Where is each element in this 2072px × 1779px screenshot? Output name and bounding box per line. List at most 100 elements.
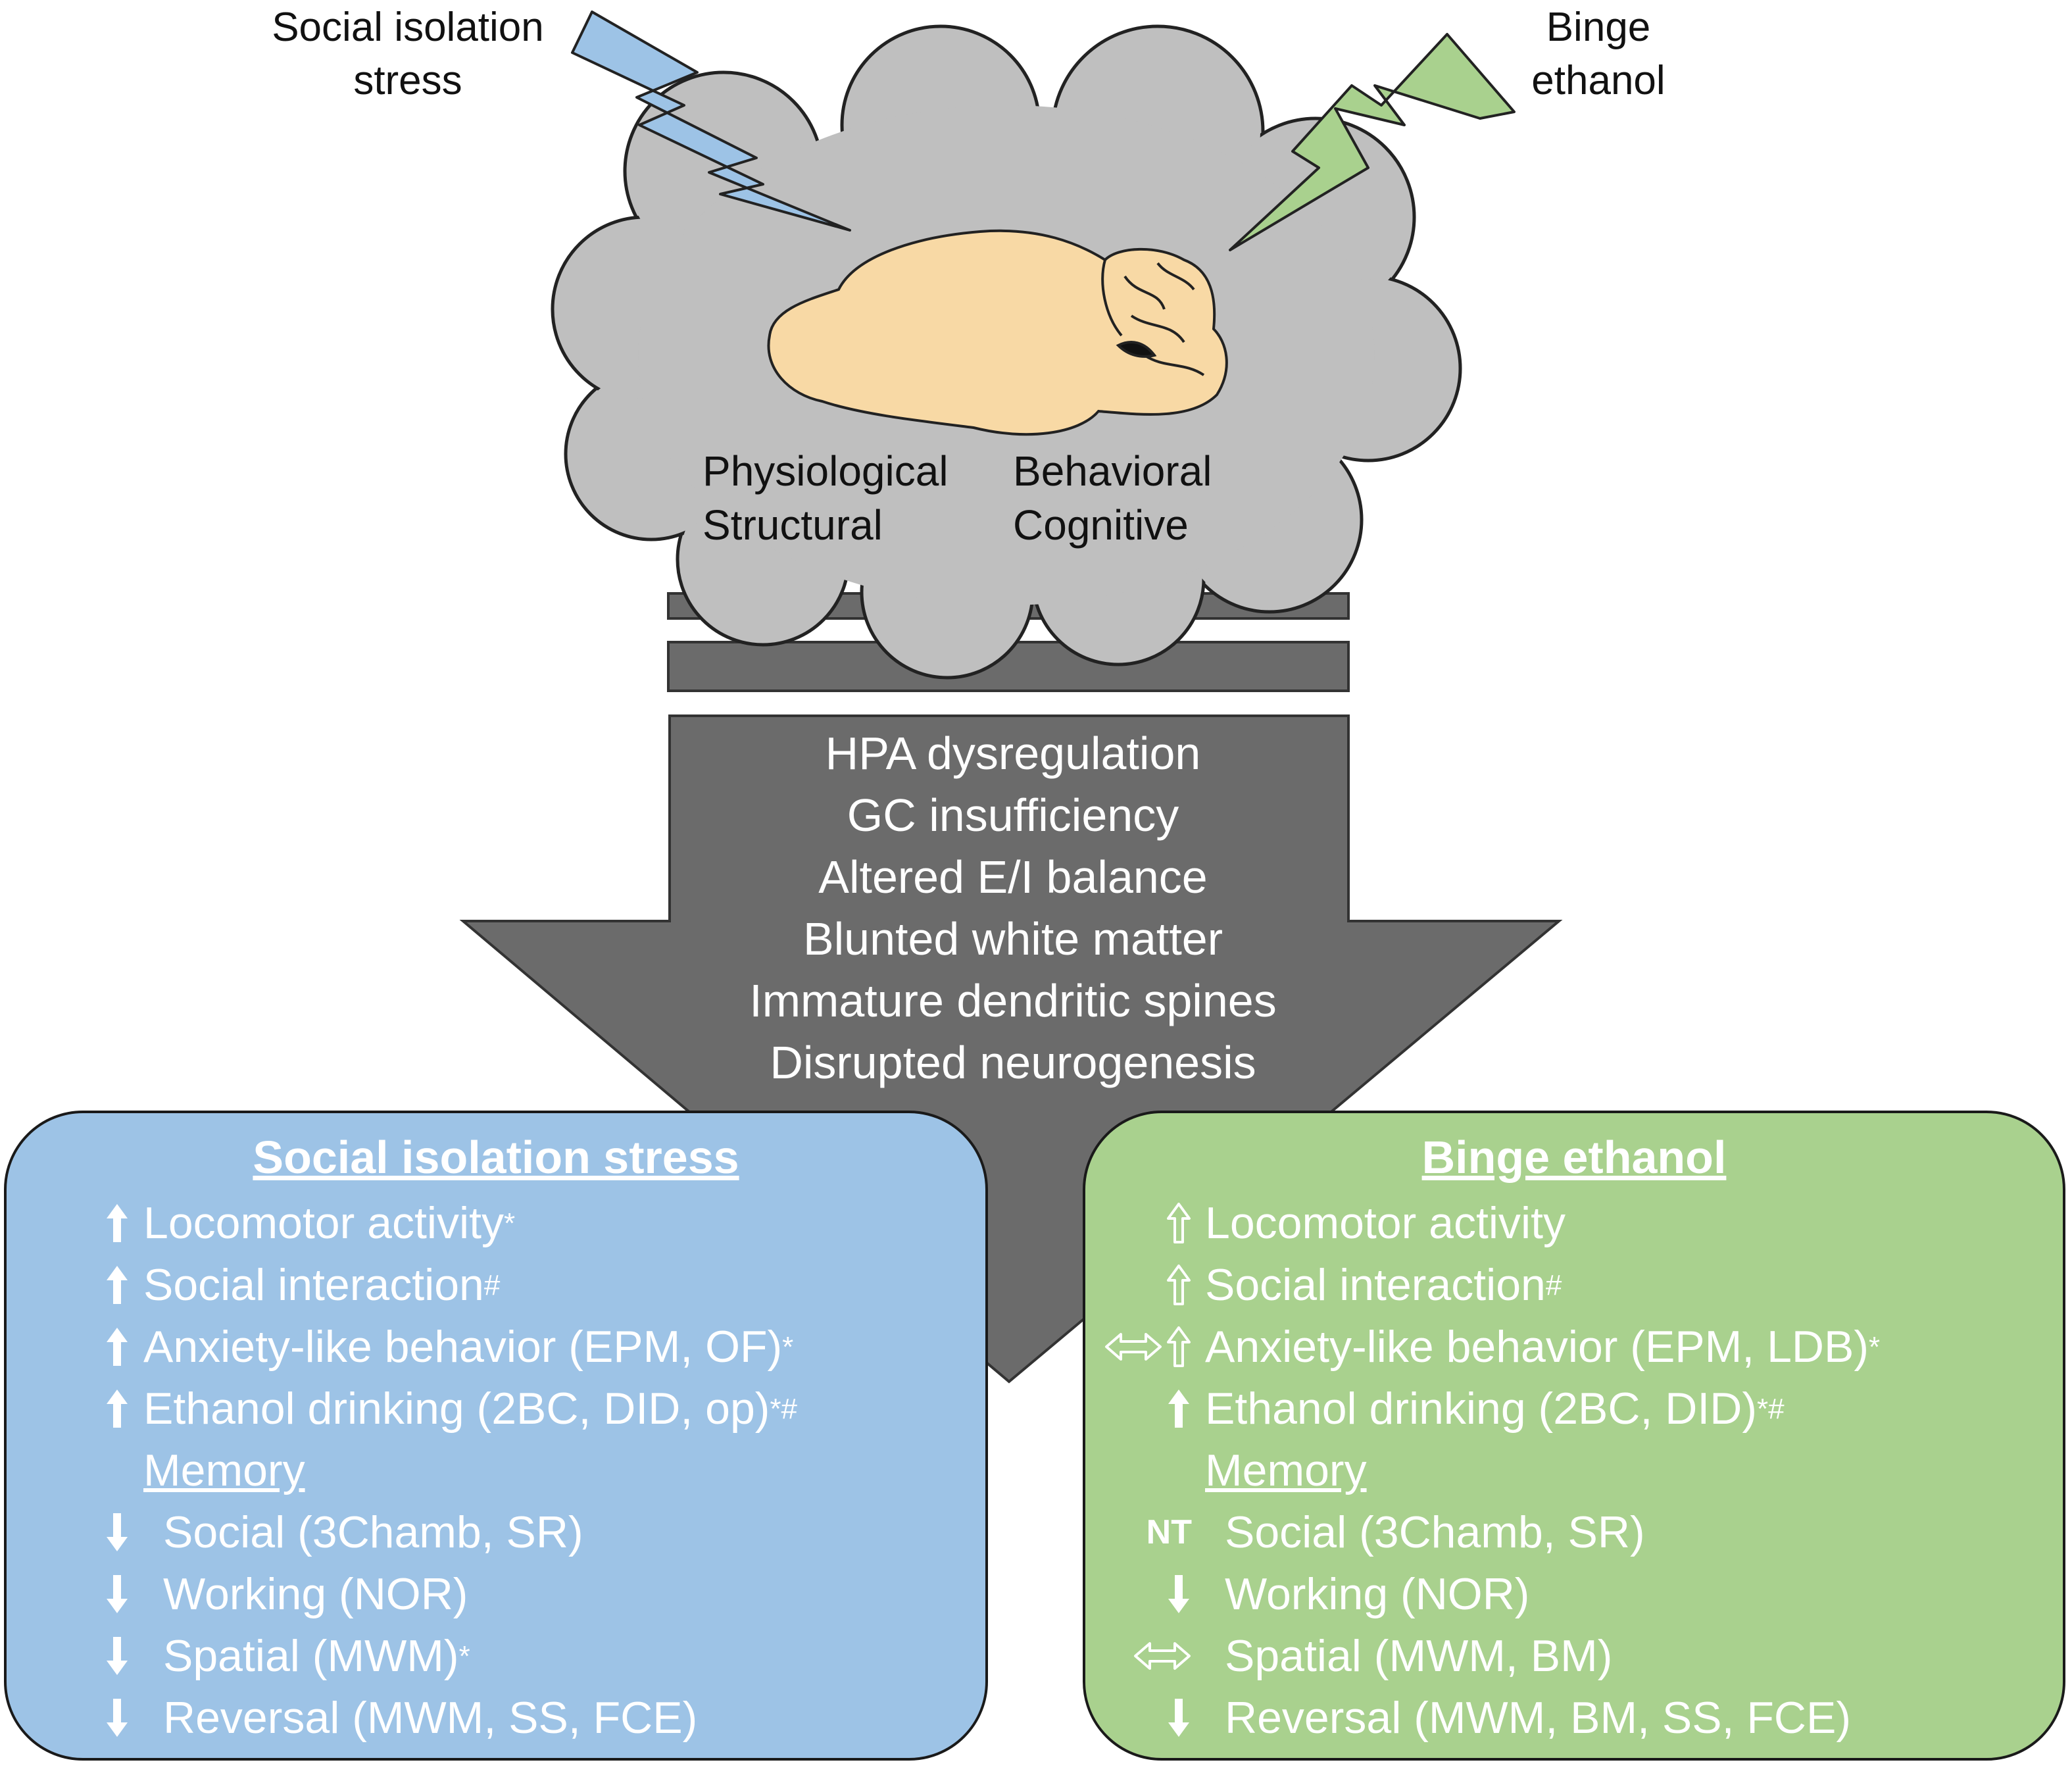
effect-label: Social interaction#: [1205, 1254, 1562, 1316]
social-isolation-stress-panel: Social isolation stress Locomotor activi…: [4, 1111, 988, 1761]
effect-text: Memory: [143, 1445, 305, 1495]
significance-marker: *: [1869, 1331, 1881, 1363]
effect-row: Working (NOR): [7, 1563, 985, 1625]
outline-up-arrow-icon: [1085, 1254, 1192, 1316]
panel-title: Binge ethanol: [1421, 1132, 1727, 1183]
effect-row: Working (NOR): [1085, 1563, 2063, 1625]
effect-row: Reversal (MWM, BM, SS, FCE): [1085, 1687, 2063, 1749]
effect-row: Social interaction#: [1085, 1254, 2063, 1316]
mechanism-item: Immature dendritic spines: [749, 975, 1277, 1026]
solid-up-arrow-icon: [7, 1192, 130, 1254]
effect-text: Memory: [1205, 1445, 1367, 1495]
binge-lightning-icon: [1229, 33, 1516, 251]
bidirectional-arrow-icon: [1085, 1625, 1192, 1687]
effect-label: Working (NOR): [163, 1563, 468, 1625]
effect-text: Ethanol drinking (2BC, DID, op): [143, 1384, 770, 1434]
not-tested-icon: NT: [1146, 1513, 1192, 1551]
effect-row: Anxiety-like behavior (EPM, OF)*: [7, 1316, 985, 1378]
solid-down-arrow-icon: [7, 1563, 130, 1625]
effect-text: Social interaction: [1205, 1260, 1546, 1310]
panel-title: Social isolation stress: [253, 1132, 739, 1183]
effect-text: Spatial (MWM, BM): [1225, 1631, 1613, 1681]
effect-text: Ethanol drinking (2BC, DID): [1205, 1384, 1758, 1434]
effect-text: Locomotor activity: [1205, 1198, 1566, 1248]
significance-marker: *: [782, 1331, 794, 1363]
solid-down-arrow-icon: [1085, 1563, 1192, 1625]
effect-text: Anxiety-like behavior (EPM, LDB): [1205, 1322, 1869, 1372]
effect-text: Anxiety-like behavior (EPM, OF): [143, 1322, 783, 1372]
binge-label-line-2: ethanol: [1531, 57, 1665, 103]
memory-heading-row: Memory: [7, 1440, 985, 1501]
stress-label-line-2: stress: [353, 57, 462, 103]
solid-up-arrow-icon: [7, 1254, 130, 1316]
effect-label: Spatial (MWM, BM): [1225, 1625, 1612, 1687]
solid-up-arrow-icon: [7, 1378, 130, 1440]
cloud-right-text: Behavioral Cognitive: [1013, 445, 1212, 553]
effect-label: Reversal (MWM, BM, SS, FCE): [1225, 1687, 1851, 1749]
significance-marker: *: [458, 1640, 470, 1672]
significance-marker: #: [483, 1269, 501, 1301]
effect-row: Locomotor activity: [1085, 1192, 2063, 1254]
effect-label: Anxiety-like behavior (EPM, OF)*: [143, 1316, 793, 1378]
mechanism-item: Disrupted neurogenesis: [770, 1037, 1256, 1088]
cloud-right-line-2: Cognitive: [1013, 501, 1189, 549]
effect-row: Social interaction#: [7, 1254, 985, 1316]
solid-down-arrow-icon: [1085, 1687, 1192, 1749]
solid-up-arrow-icon: [1085, 1378, 1192, 1440]
effect-row: Reversal (MWM, SS, FCE): [7, 1687, 985, 1749]
solid-down-arrow-icon: [7, 1625, 130, 1687]
memory-heading: Memory: [1205, 1440, 1367, 1501]
cloud-left-line-2: Structural: [703, 501, 883, 549]
effect-label: Spatial (MWM)*: [163, 1625, 470, 1687]
outline-up-arrow-icon: [1085, 1192, 1192, 1254]
effect-text: Locomotor activity: [143, 1198, 504, 1248]
effect-label: Ethanol drinking (2BC, DID)*#: [1205, 1378, 1785, 1440]
effect-text: Social interaction: [143, 1260, 484, 1310]
brain-icon: [767, 229, 1228, 436]
stress-input-label: Social isolation stress: [250, 1, 566, 107]
effect-text: Social (3Chamb, SR): [163, 1507, 583, 1557]
effect-row: Social (3Chamb, SR): [7, 1501, 985, 1563]
binge-input-label: Binge ethanol: [1487, 1, 1710, 107]
effect-text: Reversal (MWM, SS, FCE): [163, 1693, 698, 1743]
mechanism-item: Altered E/I balance: [818, 851, 1208, 903]
significance-marker: *#: [1757, 1393, 1785, 1425]
solid-up-arrow-icon: [7, 1316, 130, 1378]
effect-text: Working (NOR): [163, 1569, 468, 1619]
effect-row: Locomotor activity*: [7, 1192, 985, 1254]
memory-heading: Memory: [143, 1440, 305, 1501]
stress-label-line-1: Social isolation: [272, 5, 544, 50]
effect-row: Ethanol drinking (2BC, DID)*#: [1085, 1378, 2063, 1440]
effect-row: Spatial (MWM, BM): [1085, 1625, 2063, 1687]
effect-row: Ethanol drinking (2BC, DID, op)*#: [7, 1378, 985, 1440]
effect-text: Spatial (MWM): [163, 1631, 459, 1681]
significance-marker: #: [1545, 1269, 1562, 1301]
effects-list: Locomotor activity*Social interaction#An…: [7, 1192, 985, 1749]
memory-heading-row: Memory: [1085, 1440, 2063, 1501]
stress-lightning-icon: [571, 11, 851, 232]
solid-down-arrow-icon: [7, 1501, 130, 1563]
bidirectional-and-up-arrow-icon: [1085, 1316, 1192, 1378]
effect-row: Spatial (MWM)*: [7, 1625, 985, 1687]
binge-label-line-1: Binge: [1546, 5, 1651, 50]
effect-label: Reversal (MWM, SS, FCE): [163, 1687, 697, 1749]
significance-marker: *#: [770, 1393, 798, 1425]
mechanism-item: Blunted white matter: [802, 913, 1223, 965]
effect-text: Social (3Chamb, SR): [1225, 1507, 1645, 1557]
cloud-left-text: Physiological Structural: [703, 445, 949, 553]
effect-label: Working (NOR): [1225, 1563, 1529, 1625]
effect-row: Anxiety-like behavior (EPM, LDB)*: [1085, 1316, 2063, 1378]
cloud-right-line-1: Behavioral: [1013, 447, 1212, 495]
effect-label: Locomotor activity: [1205, 1192, 1566, 1254]
effect-label: Social (3Chamb, SR): [1225, 1501, 1645, 1563]
mechanism-item: HPA dysregulation: [825, 728, 1201, 779]
significance-marker: *: [503, 1207, 516, 1240]
mechanism-list: HPA dysregulation GC insufficiency Alter…: [671, 722, 1355, 1093]
effect-text: Reversal (MWM, BM, SS, FCE): [1225, 1693, 1852, 1743]
effect-row: NT Social (3Chamb, SR): [1085, 1501, 2063, 1563]
effect-text: Working (NOR): [1225, 1569, 1530, 1619]
effect-label: Social interaction#: [143, 1254, 500, 1316]
